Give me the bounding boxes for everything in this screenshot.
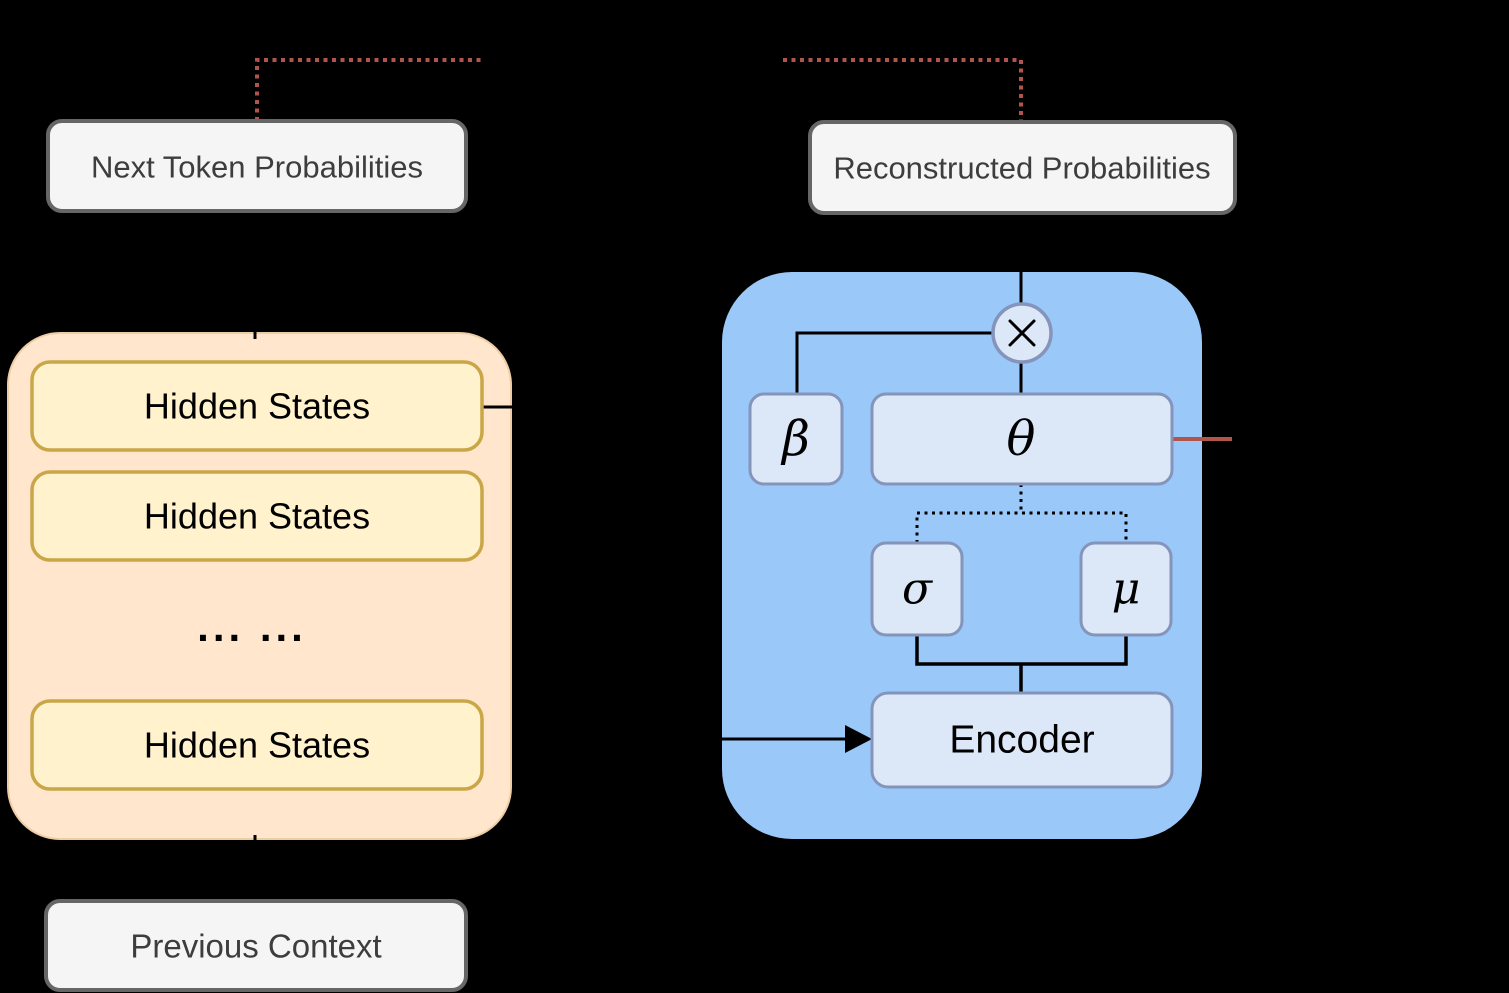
connector-red-dotted-left	[255, 58, 482, 121]
encoder-label: Encoder	[949, 719, 1094, 762]
beta-box: β	[748, 392, 844, 486]
connector-theta-to-sigma-mu-dotted	[915, 484, 1128, 543]
reconstructed-probabilities-box: Reconstructed Probabilities	[808, 120, 1237, 215]
next-token-probabilities-label: Next Token Probabilities	[91, 150, 423, 185]
sigma-label: σ	[902, 564, 934, 615]
hidden-states-label-1: Hidden States	[144, 386, 370, 427]
hidden-states-box-1: Hidden States	[30, 360, 484, 452]
reconstructed-probabilities-label: Reconstructed Probabilities	[833, 151, 1210, 186]
next-token-probabilities-box: Next Token Probabilities	[46, 119, 468, 213]
multiply-icon	[1008, 319, 1036, 347]
sigma-box: σ	[870, 541, 964, 637]
previous-context-box: Previous Context	[44, 899, 468, 992]
beta-label: β	[780, 411, 810, 467]
mu-box: μ	[1079, 541, 1173, 637]
encoder-box: Encoder	[870, 691, 1174, 789]
theta-box: θ	[870, 392, 1174, 486]
hidden-states-label-3: Hidden States	[144, 725, 370, 766]
connector-red-dotted-right	[783, 58, 1023, 121]
arrowhead-icon	[845, 725, 872, 753]
hidden-states-box-2: Hidden States	[30, 470, 484, 562]
previous-context-label: Previous Context	[130, 928, 381, 965]
multiply-node	[991, 302, 1053, 364]
hidden-states-label-2: Hidden States	[144, 496, 370, 537]
connector-beta-to-multiply	[795, 331, 993, 396]
theta-label: θ	[1007, 411, 1036, 467]
connector-hidden-states-to-encoder	[482, 405, 846, 741]
ellipsis-label: ... ...	[197, 603, 307, 650]
mu-label: μ	[1112, 564, 1141, 615]
hidden-states-box-3: Hidden States	[30, 699, 484, 791]
